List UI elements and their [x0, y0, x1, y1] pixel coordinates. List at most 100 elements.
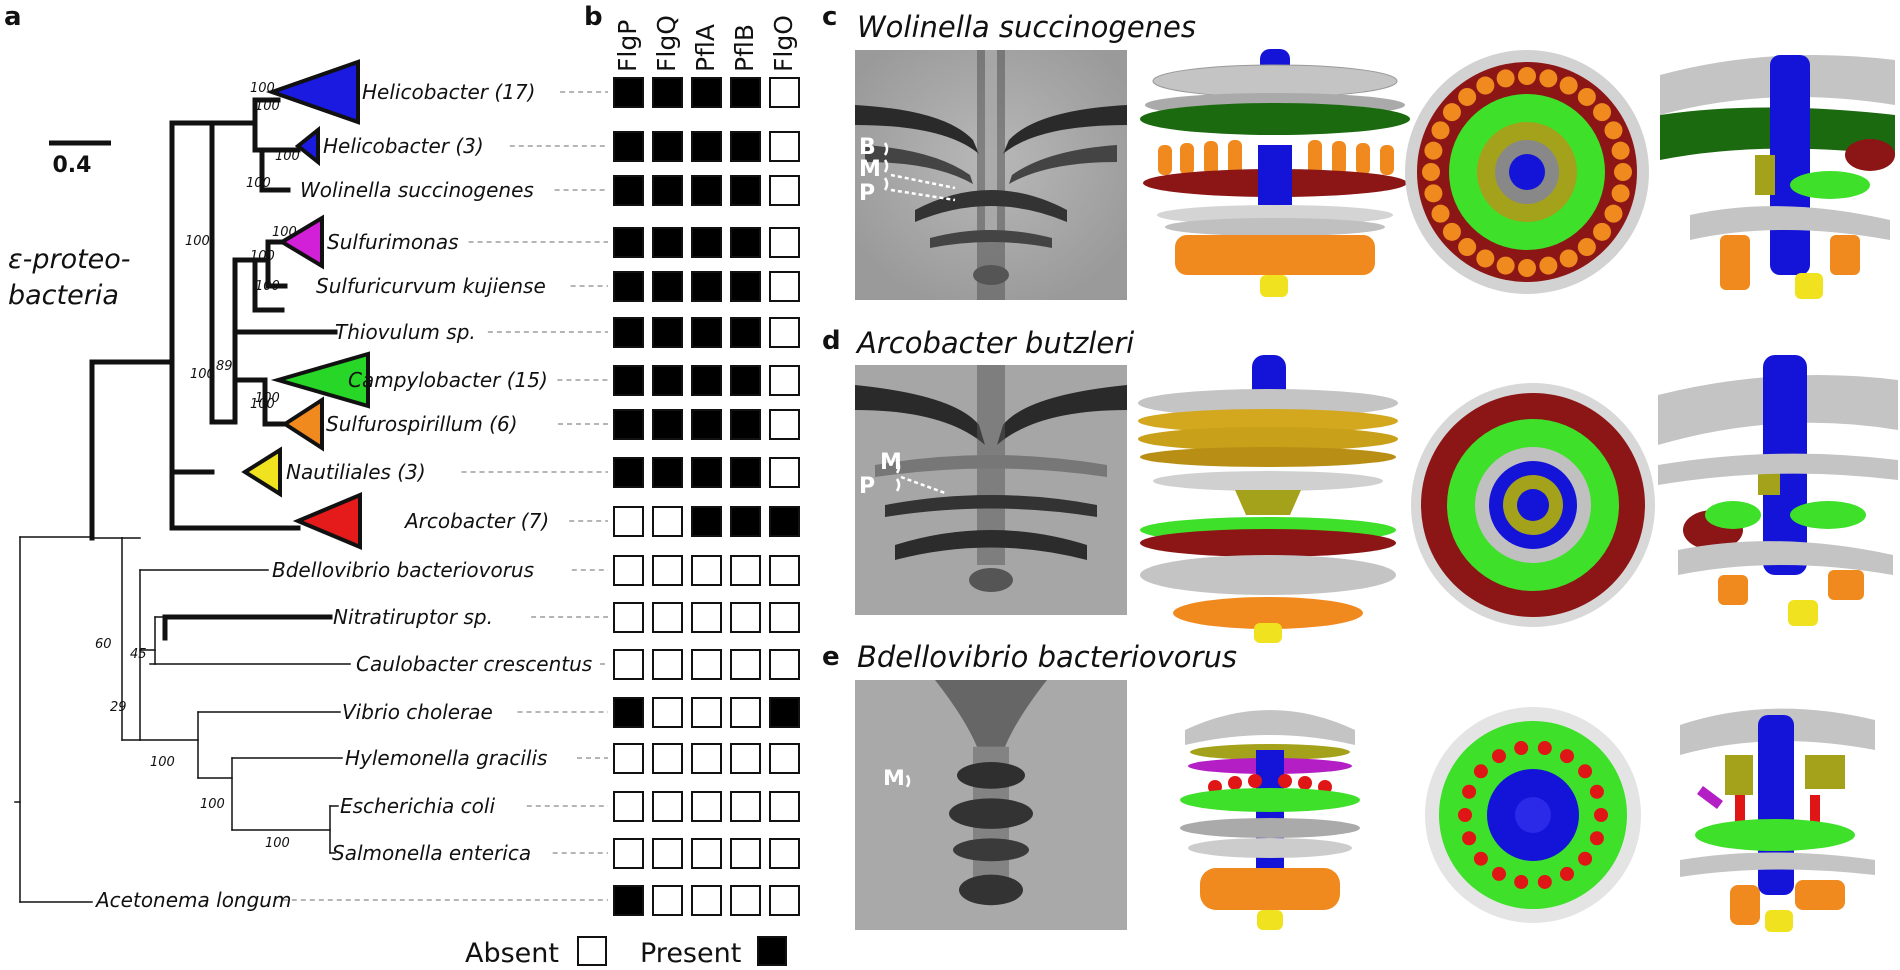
matrix-cell-flgP: [613, 227, 644, 258]
bootstrap-value: 100: [265, 836, 290, 851]
title-bdellovibrio: Bdellovibrio bacteriovorus: [857, 640, 1237, 674]
ring-subunit: [1424, 184, 1443, 203]
ring-subunit: [1442, 222, 1461, 241]
bootstrap-value: 100: [250, 81, 275, 96]
tomo-label-m: M: [880, 450, 902, 475]
render-arcobacter-top: [1411, 383, 1655, 627]
title-arcobacter: Arcobacter butzleri: [857, 326, 1135, 360]
matrix-cell-pflB: [730, 602, 761, 633]
ring-subunit: [1589, 831, 1604, 846]
ring-subunit: [1431, 121, 1450, 140]
matrix-cell-pflA: [691, 697, 722, 728]
bootstrap-value: 100: [272, 225, 297, 240]
ring-subunit: [1476, 249, 1495, 268]
matrix-header-flgo: FlgO: [769, 15, 798, 72]
tomogram-wolinella: B M P: [855, 50, 1127, 300]
render-arcobacter-side: [1138, 355, 1398, 643]
ring-subunit: [1614, 163, 1632, 181]
matrix-cell-flgO: [769, 649, 800, 680]
ring-subunit: [1492, 749, 1506, 764]
matrix-cell-pflA: [691, 555, 722, 586]
ring-subunit: [1424, 141, 1443, 160]
bootstrap-value: 100: [255, 279, 280, 294]
matrix-cell-pflA: [691, 885, 722, 916]
matrix-cell-flgQ: [652, 271, 683, 302]
ring-subunit: [1559, 76, 1578, 95]
matrix-cell-flgO: [769, 555, 800, 586]
ring-subunit: [1496, 256, 1515, 275]
collapsed-clades: [241, 59, 370, 551]
matrix-cell-flgQ: [652, 697, 683, 728]
tomo-label-m: M: [859, 157, 881, 182]
matrix-cell-flgP: [613, 838, 644, 869]
matrix-cell-pflB: [730, 885, 761, 916]
clade-triangle-arcobacter: [292, 491, 362, 551]
ring-subunit: [1458, 808, 1472, 822]
matrix-cell-flgP: [613, 271, 644, 302]
taxon-label: Helicobacter (3): [323, 134, 484, 158]
matrix-cell-flgP: [613, 697, 644, 728]
matrix-cell-flgO: [769, 175, 800, 206]
panel-letter-a: a: [4, 2, 22, 32]
bootstrap-value: 100: [255, 391, 280, 406]
ring-subunit: [1560, 866, 1574, 881]
phylogenetic-tree: 0.4 ε-proteo- bacteria 10010010010010010…: [8, 15, 800, 969]
ring-subunit: [1537, 741, 1552, 756]
ring-subunit: [1560, 749, 1574, 764]
tomogram-bdellovibrio: M: [855, 680, 1127, 930]
matrix-cell-pflB: [730, 409, 761, 440]
matrix-cell-flgQ: [652, 743, 683, 774]
matrix-cell-pflB: [730, 649, 761, 680]
matrix-cell-pflB: [730, 555, 761, 586]
ring-subunit: [1473, 764, 1488, 779]
matrix-cell-flgO: [769, 791, 800, 822]
legend-absent-label: Absent: [465, 938, 559, 969]
tomogram-arcobacter: M P: [855, 365, 1127, 615]
matrix-cell-flgO: [769, 838, 800, 869]
ring-subunit: [1514, 874, 1529, 889]
render-wolinella-side: [1140, 49, 1410, 297]
matrix-cell-pflB: [730, 697, 761, 728]
bootstrap-value: 29: [110, 700, 127, 715]
matrix-legend: Absent Present: [465, 936, 787, 969]
matrix-cell-flgO: [769, 885, 800, 916]
taxon-label: Wolinella succinogenes: [300, 178, 534, 202]
matrix-cell-pflA: [691, 175, 722, 206]
leader-lines: [282, 91, 608, 901]
clade-triangle-helicobacter17: [265, 59, 360, 125]
ring-subunit: [1431, 204, 1450, 223]
taxon-label: Campylobacter (15): [348, 368, 548, 392]
matrix-cell-flgO: [769, 317, 800, 348]
matrix-cell-pflB: [730, 175, 761, 206]
matrix-cell-flgQ: [652, 77, 683, 108]
matrix-cell-flgP: [613, 743, 644, 774]
group-label-line1: ε-proteo-: [8, 244, 131, 275]
taxon-label: Sulfurimonas: [327, 230, 459, 254]
panel-letter-b: b: [584, 2, 603, 32]
clade-triangle-nautiliales: [241, 446, 282, 498]
panel-letter-d: d: [822, 326, 841, 356]
matrix-cell-flgQ: [652, 131, 683, 162]
matrix-cell-flgQ: [652, 838, 683, 869]
taxon-label: Salmonella enterica: [332, 841, 531, 865]
matrix-cell-flgO: [769, 743, 800, 774]
ring-subunit: [1611, 141, 1630, 160]
matrix-cell-flgQ: [652, 457, 683, 488]
ring-subunit: [1442, 103, 1461, 122]
matrix-cell-pflA: [691, 743, 722, 774]
matrix-cell-flgP: [613, 409, 644, 440]
panel-letter-e: e: [822, 642, 840, 672]
matrix-cell-flgP: [613, 602, 644, 633]
matrix-cell-flgQ: [652, 175, 683, 206]
matrix-cell-flgQ: [652, 317, 683, 348]
ring-subunit: [1539, 69, 1558, 88]
matrix-cell-flgQ: [652, 791, 683, 822]
matrix-cell-flgQ: [652, 602, 683, 633]
ring-subunit: [1518, 67, 1536, 85]
matrix-cell-flgO: [769, 602, 800, 633]
legend-absent-box: [577, 936, 607, 966]
bootstrap-value: 60: [95, 637, 112, 652]
matrix-cell-pflB: [730, 365, 761, 396]
tomo-label-m: M: [883, 766, 905, 790]
taxon-labels: Helicobacter (17)Helicobacter (3)Wolinel…: [94, 80, 592, 912]
